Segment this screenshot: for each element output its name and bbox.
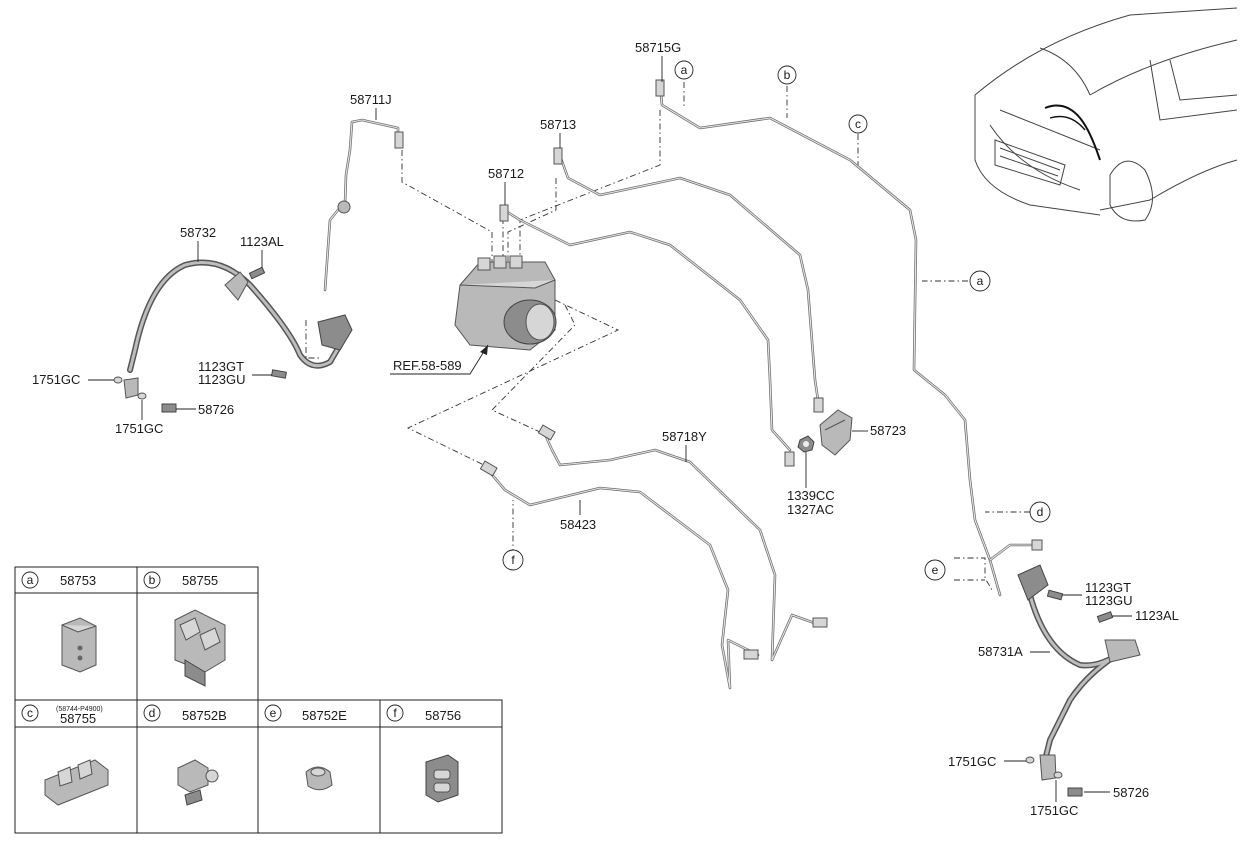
vehicle-location-illustration [974,7,1238,222]
label-1123GU-right: 1123GU [1085,593,1132,608]
svg-text:58755: 58755 [60,711,96,726]
svg-text:c: c [855,117,861,131]
svg-text:c: c [27,706,33,720]
label-58723: 58723 [870,423,906,438]
svg-text:(58744-P4900): (58744-P4900) [56,706,103,713]
callout-c: c [848,114,868,134]
label-1339CC: 1339CC [787,488,835,503]
callout-e: e [924,559,946,581]
callout-a-right: a [969,270,991,292]
svg-text:58752E: 58752E [302,708,347,723]
svg-text:d: d [149,706,156,720]
label-58718Y: 58718Y [662,429,707,444]
clip-legend-table: a 58753 b 58755 c (58744-P4900) 58755 [14,566,503,834]
svg-text:b: b [149,573,156,587]
assembly-dash-lines [305,82,1030,591]
svg-text:a: a [681,63,688,77]
label-1751GC-left-top: 1751GC [32,372,80,387]
callout-f: f [502,549,524,571]
hecu-module [454,255,557,351]
legend-cell-f: f 58756 [386,704,461,803]
label-58715G: 58715G [635,40,681,55]
label-1327AC: 1327AC [787,502,834,517]
label-1123GT-right: 1123GT [1085,580,1131,595]
bracket-58723 [797,409,853,456]
legend-cell-d: d 58752B [143,704,227,806]
callout-d: d [1029,501,1051,523]
label-58712: 58712 [488,166,524,181]
label-1123GU-left: 1123GU [198,372,245,387]
svg-text:b: b [784,68,791,82]
callout-b: b [777,65,797,85]
brake-pipes [323,83,1040,690]
part-labels: 58715G 58711J 58713 58712 58732 1123AL 1… [32,40,1179,818]
label-58731A: 58731A [978,644,1023,659]
left-hose-hardware [113,266,353,413]
svg-text:e: e [932,563,939,577]
label-1123AL-right: 1123AL [1135,608,1179,623]
label-58423: 58423 [560,517,596,532]
label-58732: 58732 [180,225,216,240]
svg-text:d: d [1037,505,1044,519]
label-ref: REF.58-589 [393,358,462,373]
svg-text:a: a [27,573,34,587]
label-1751GC-right-bottom: 1751GC [1030,803,1078,818]
svg-text:e: e [270,706,277,720]
label-1123AL-left: 1123AL [240,234,284,249]
label-1751GC-right-top: 1751GC [948,754,996,769]
svg-text:f: f [511,553,515,567]
callout-a-top: a [674,60,694,80]
legend-cell-b: b 58755 [143,571,226,687]
label-1123GT-left: 1123GT [198,359,244,374]
right-hose-hardware [1017,564,1141,797]
label-58726-left: 58726 [198,402,234,417]
svg-text:f: f [393,706,397,720]
legend-cell-c: c (58744-P4900) 58755 [21,704,109,806]
brake-hoses [127,259,1127,763]
svg-text:58752B: 58752B [182,708,227,723]
legend-cell-a: a 58753 [21,571,97,673]
label-58726-right: 58726 [1113,785,1149,800]
svg-text:58756: 58756 [425,708,461,723]
label-58713: 58713 [540,117,576,132]
label-58711J: 58711J [350,92,392,107]
svg-text:a: a [977,274,984,288]
label-1751GC-left-bottom: 1751GC [115,421,163,436]
svg-text:58755: 58755 [182,573,218,588]
legend-cell-e: e 58752E [264,704,347,791]
svg-text:58753: 58753 [60,573,96,588]
pipe-fittings [337,79,1043,660]
